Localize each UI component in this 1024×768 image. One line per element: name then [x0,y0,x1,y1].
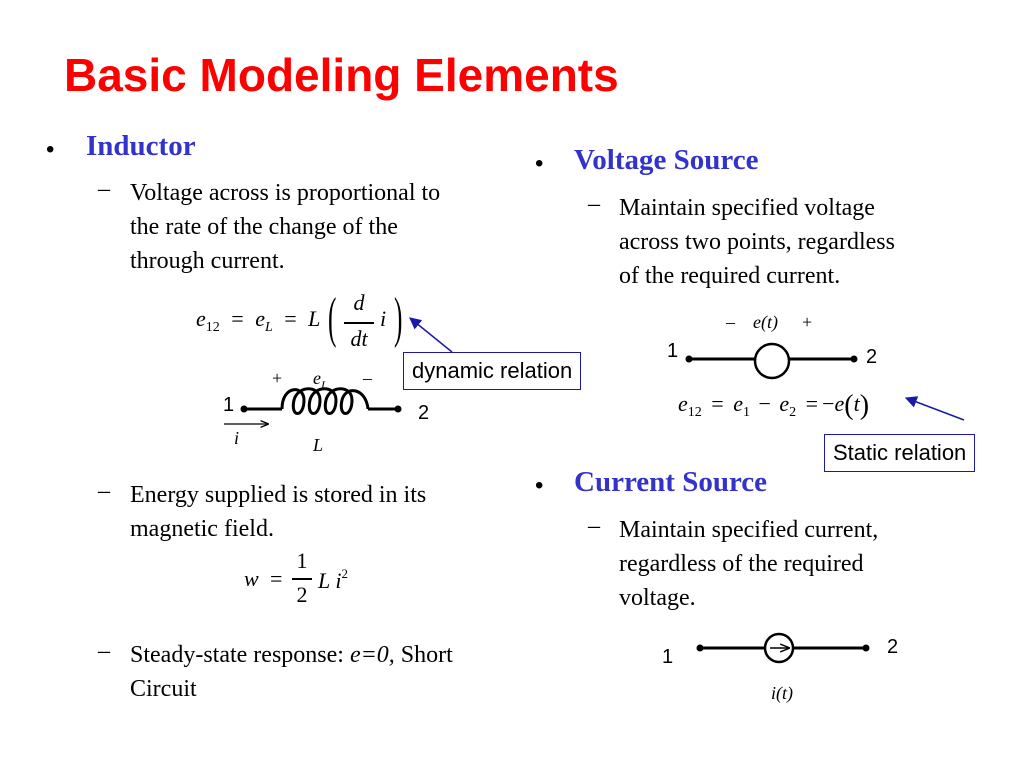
inductor-point-2-dash: – [98,478,110,504]
inductor-L-label: L [313,435,324,455]
energy-eq-equals: = [270,566,283,591]
vsource-node-1: 1 [667,340,679,362]
steady-state-point: Steady-state response: e=0, Short Circui… [130,638,453,706]
inductor-symbol [240,387,402,415]
veq-equals: = [711,391,724,416]
inductor-bullet: • [46,136,55,163]
veq-sub2: 2 [789,405,797,420]
text-line: magnetic field. [130,516,274,542]
eq-equals: = [284,306,297,331]
inductor-plus-sign: + [272,368,283,388]
energy-eq-num: 1 [296,548,308,573]
text-line: of the required current. [619,263,841,289]
text-line: regardless of the required [619,551,864,577]
vsource-equation: e12 = e1 − e2 =−e(t) [678,390,870,421]
inductor-minus-sign: – [363,368,372,388]
voltage-source-dash: – [588,191,600,217]
text-line: Steady-state response: e=0, Short [130,638,453,672]
inductor-point-1-dash: – [98,176,110,202]
text-line: Maintain specified current, [619,517,879,543]
veq-t: t [853,391,860,416]
text-line: Energy supplied is stored in its [130,482,427,508]
energy-eq-i: i [335,568,342,593]
eq-frac-num: d [353,290,365,315]
text-line: the rate of the change of the [130,214,398,240]
current-source-point: Maintain specified current, regardless o… [619,513,878,615]
eq-e12: e [196,306,206,331]
inductor-point-1: Voltage across is proportional to the ra… [130,176,440,278]
eq-frac-bar [344,322,374,324]
voltage-source-symbol [685,342,858,380]
inductor-voltage-label: eL [313,368,328,393]
energy-eq-rhs: L i2 [318,566,348,594]
text-line: Maintain specified voltage [619,195,875,221]
eq-frac-den: dt [350,326,368,351]
veq-sub1: 1 [742,405,750,420]
energy-eq-exp: 2 [341,566,348,581]
static-relation-arrow [904,396,965,421]
energy-eq-w: w [244,566,259,591]
eq-L: L [308,306,321,331]
energy-eq-L: L [318,568,330,593]
voltage-source-bullet: • [535,150,544,177]
steady-italic: e=0, [349,642,395,668]
eq-sub-L: L [264,320,273,335]
vsource-minus-sign: – [726,312,735,332]
eq-left-paren: ( [328,287,337,349]
veq-minus: − [758,391,771,416]
text-line: Voltage across is proportional to [130,180,441,206]
eq-sub-12: 12 [205,320,220,335]
current-source-dash: – [588,513,600,539]
veq-e1: e [733,391,743,416]
dynamic-relation-callout: dynamic relation [403,352,582,390]
veq-e: e [678,391,688,416]
eq-eL: e [255,306,265,331]
inductor-heading: Inductor [86,130,196,162]
eq-equals: = [231,306,244,331]
steady-suffix: Short [394,642,453,668]
steady-prefix: Steady-state response: [130,642,350,668]
eq-i: i [380,306,387,331]
label-sub-L: L [321,378,328,392]
veq-e2: e [779,391,790,416]
energy-eq-bar [292,578,312,580]
veq-e-func: e [834,391,845,416]
inductor-point-2: Energy supplied is stored in its magneti… [130,478,426,546]
label-e: e [313,368,321,388]
steady-state-dash: – [98,638,110,664]
veq-equals-2: = [805,391,819,416]
inductor-node-2: 2 [418,402,430,424]
vsource-node-2: 2 [866,346,878,368]
energy-eq-den: 2 [296,582,308,607]
dynamic-relation-arrow [409,317,453,353]
slide-title: Basic Modeling Elements [64,49,619,101]
text-line: through current. [130,248,285,274]
voltage-source-heading: Voltage Source [574,144,759,176]
isource-node-2: 2 [887,636,899,658]
text-line: voltage. [619,585,696,611]
current-source-bullet: • [535,472,544,499]
isource-label: i(t) [771,683,793,703]
voltage-source-point: Maintain specified voltage across two po… [619,191,895,293]
text-line: across two points, regardless [619,229,895,255]
inductor-equation: e12 = eL = L [196,306,320,336]
current-source-heading: Current Source [574,466,768,498]
inductor-node-1: 1 [223,394,235,416]
static-relation-callout: Static relation [824,434,976,472]
isource-node-1: 1 [662,646,674,668]
inductor-current-label: i [234,428,240,448]
text-line: Circuit [130,676,197,702]
vsource-plus-sign: + [802,312,813,332]
vsource-label: e(t) [753,312,778,332]
eq-right-paren: ) [394,287,403,349]
veq-neg: − [822,391,835,416]
veq-sub12: 12 [687,405,702,420]
